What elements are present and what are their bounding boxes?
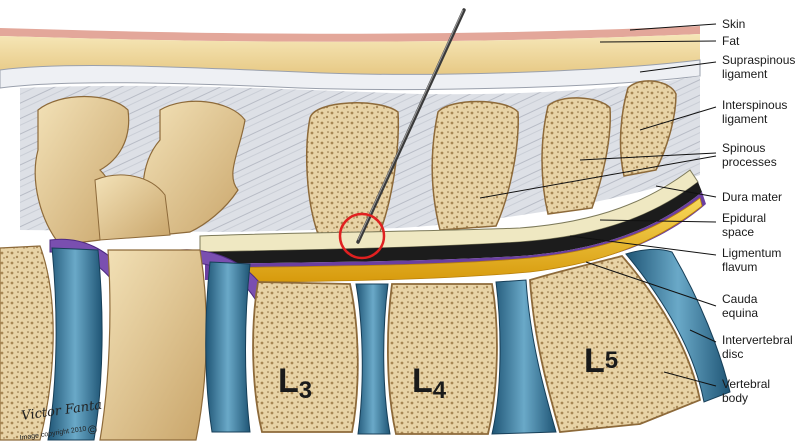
label-spinous-2: processes <box>722 155 777 169</box>
label-dura: Dura mater <box>722 190 782 204</box>
label-epidural-2: space <box>722 225 754 239</box>
spinous-process-1 <box>307 103 399 234</box>
label-supraspinous-2: ligament <box>722 67 768 81</box>
vertebral-body-l2-partial <box>100 250 206 440</box>
label-disc-2: disc <box>722 347 743 361</box>
label-supraspinous-1: Supraspinous <box>722 53 795 67</box>
label-interspinous-1: Interspinous <box>722 98 787 112</box>
label-body-1: Vertebral <box>722 377 770 391</box>
label-spinous-1: Spinous <box>722 141 765 155</box>
label-body-2: body <box>722 391 748 405</box>
copyright-symbol: © <box>88 423 97 437</box>
label-fat: Fat <box>722 34 740 48</box>
intervertebral-disc-2 <box>206 262 250 432</box>
label-epidural-1: Epidural <box>722 211 766 225</box>
label-cauda-2: equina <box>722 306 758 320</box>
vertebral-body-l3 <box>253 282 358 432</box>
label-disc-1: Intervertebral <box>722 333 793 347</box>
label-ligamentum-2: flavum <box>722 260 757 274</box>
label-ligamentum-1: Ligmentum <box>722 246 781 260</box>
vertebral-body-l4 <box>388 284 497 434</box>
intervertebral-disc-3 <box>356 284 390 434</box>
label-interspinous-2: ligament <box>722 112 768 126</box>
label-cauda-1: Cauda <box>722 292 758 306</box>
label-skin: Skin <box>722 17 745 31</box>
